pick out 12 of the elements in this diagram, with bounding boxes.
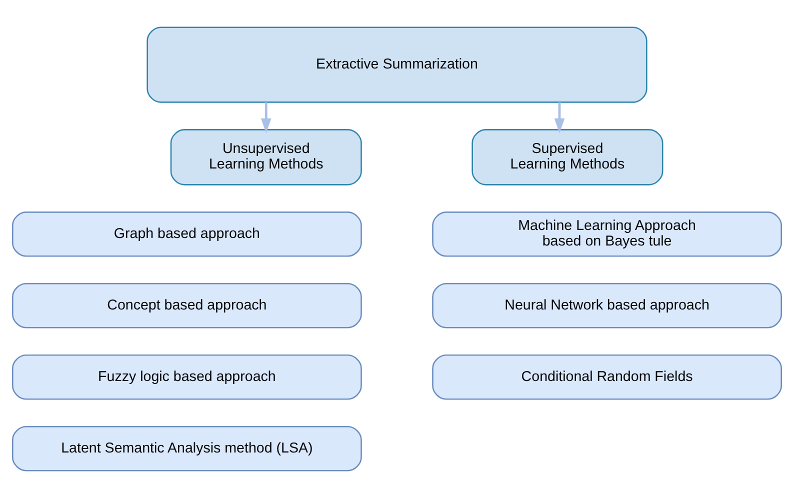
node-box: Extractive Summarization — [146, 26, 648, 103]
node-box: Machine Learning Approach based on Bayes tule — [432, 212, 782, 257]
node-box: Fuzzy logic based approach — [12, 354, 362, 400]
arrow — [554, 102, 565, 134]
node-box: Latent Semantic Analysis method (LSA) — [12, 426, 362, 472]
node-box: Unsupervised Learning Methods — [170, 129, 362, 186]
node-box: Concept based approach — [12, 282, 362, 328]
node-box: Neural Network based approach — [432, 282, 782, 328]
arrow — [260, 102, 272, 134]
node-box: Conditional Random Fields — [432, 354, 782, 400]
node-box: Supervised Learning Methods — [472, 129, 664, 186]
node-box: Graph based approach — [12, 212, 362, 257]
